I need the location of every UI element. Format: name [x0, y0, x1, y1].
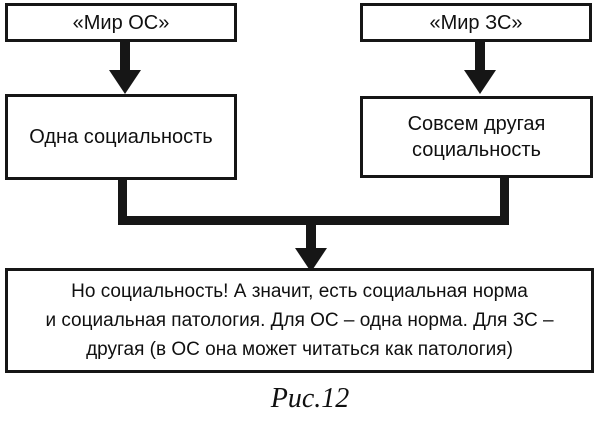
- merge-connector-right-line: [500, 177, 509, 225]
- conclusion-line-2: и социальная патология. Для ОС – одна но…: [45, 310, 554, 331]
- figure-caption: Рис.12: [270, 383, 350, 414]
- node-other-sociality-label: Совсем другая социальность: [407, 113, 546, 161]
- merged-arrow-shaft: [306, 225, 316, 249]
- node-one-sociality: Одна социальность: [5, 94, 237, 180]
- conclusion-line-3: другая (в ОС она может читаться как пато…: [86, 339, 513, 360]
- merge-connector-horizontal-line: [118, 216, 509, 225]
- node-conclusion: Но социальность! А значит, есть социальн…: [5, 268, 594, 373]
- os-arrow-shaft: [120, 41, 130, 71]
- node-world-zs-label: «Мир ЗС»: [429, 11, 523, 34]
- conclusion-line-1: Но социальность! А значит, есть социальн…: [71, 281, 528, 302]
- node-world-os-label: «Мир ОС»: [72, 11, 170, 34]
- merge-connector-left-line: [118, 179, 127, 225]
- zs-arrow-shaft: [475, 41, 485, 71]
- node-world-os: «Мир ОС»: [5, 3, 237, 42]
- zs-arrow-head: [464, 70, 496, 94]
- os-arrow-head: [109, 70, 141, 94]
- node-other-sociality: Совсем другая социальность: [360, 96, 593, 178]
- node-world-zs: «Мир ЗС»: [360, 3, 592, 42]
- node-one-sociality-label: Одна социальность: [29, 126, 213, 148]
